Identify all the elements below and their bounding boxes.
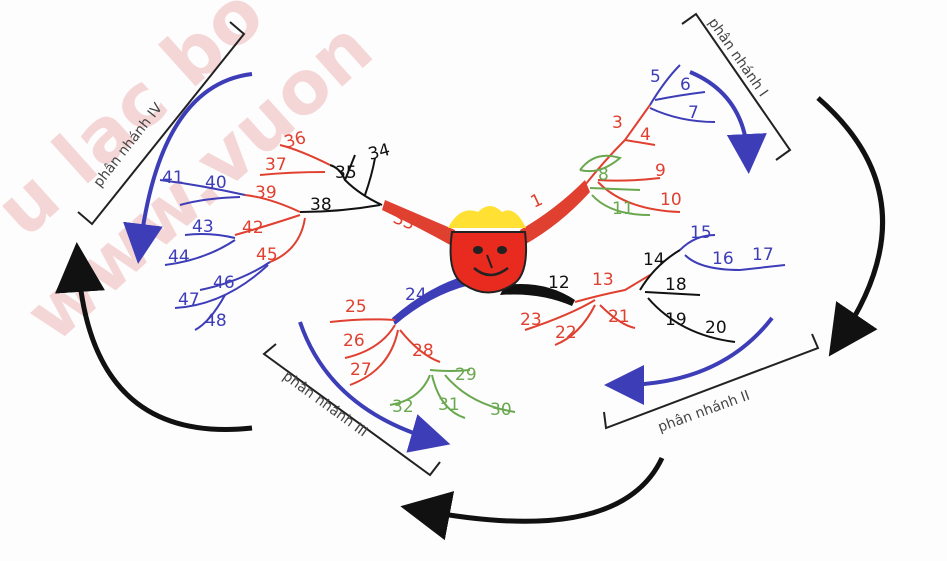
node-3: 3 <box>612 113 623 133</box>
label-branch-2: phân nhánh II <box>656 388 752 436</box>
node-25: 25 <box>345 297 367 317</box>
blue-arrow-branch-2 <box>604 316 774 405</box>
node-32: 32 <box>392 397 414 417</box>
node-26: 26 <box>343 331 365 351</box>
face <box>449 231 528 294</box>
node-40: 40 <box>205 173 227 193</box>
node-41: 41 <box>162 168 184 188</box>
node-44: 44 <box>168 247 190 267</box>
node-30: 30 <box>490 400 512 420</box>
blue-arrow-branch-3 <box>298 321 451 453</box>
blue-arrow-branch-1 <box>689 70 767 174</box>
black-arrow-1-to-2 <box>816 96 886 357</box>
black-arrow-3-to-4 <box>55 242 253 432</box>
node-4: 4 <box>640 125 651 145</box>
node-19: 19 <box>665 310 687 330</box>
node-8: 8 <box>598 165 609 185</box>
hair <box>448 206 526 228</box>
node-11: 11 <box>612 199 634 219</box>
node-12: 12 <box>548 273 570 293</box>
branch-3 <box>329 318 516 419</box>
bracket-branch-1: phân nhánh I <box>681 12 792 161</box>
trunk-branch-4 <box>382 200 455 246</box>
node-39: 39 <box>255 183 277 203</box>
node-35: 35 <box>335 163 357 183</box>
node-29: 29 <box>455 365 477 385</box>
node-20: 20 <box>705 318 727 338</box>
node-1: 1 <box>528 190 546 213</box>
node-28: 28 <box>412 341 434 361</box>
node-24: 24 <box>405 285 427 305</box>
node-45: 45 <box>256 245 278 265</box>
node-27: 27 <box>350 360 372 380</box>
node-13: 13 <box>592 270 614 290</box>
branch-2 <box>524 234 786 346</box>
node-17: 17 <box>752 245 774 265</box>
node-23: 23 <box>520 310 542 330</box>
node-46: 46 <box>213 273 235 293</box>
node-14: 14 <box>643 250 665 270</box>
node-48: 48 <box>205 311 227 331</box>
node-9: 9 <box>655 161 666 181</box>
central-face <box>448 206 528 294</box>
trunk-branch-1 <box>520 180 590 245</box>
node-15: 15 <box>690 223 712 243</box>
node-38: 38 <box>310 195 332 215</box>
black-arrow-2-to-3 <box>400 456 665 541</box>
node-47: 47 <box>178 290 200 310</box>
node-43: 43 <box>192 217 214 237</box>
trunk-branch-3 <box>392 275 470 325</box>
node-31: 31 <box>438 395 460 415</box>
node-10: 10 <box>660 190 682 210</box>
node-5: 5 <box>650 67 661 87</box>
blue-arrow-branch-4 <box>123 72 253 264</box>
node-7: 7 <box>688 103 699 123</box>
node-18: 18 <box>665 275 687 295</box>
branch-1 <box>579 64 716 216</box>
node-42: 42 <box>242 218 264 238</box>
node-37: 37 <box>265 155 287 175</box>
node-22: 22 <box>555 323 577 343</box>
node-16: 16 <box>712 249 734 269</box>
branch-4 <box>159 144 383 331</box>
trunk-branch-2 <box>500 284 575 306</box>
node-6: 6 <box>680 75 691 95</box>
node-34: 34 <box>366 140 392 165</box>
node-21: 21 <box>608 307 630 327</box>
